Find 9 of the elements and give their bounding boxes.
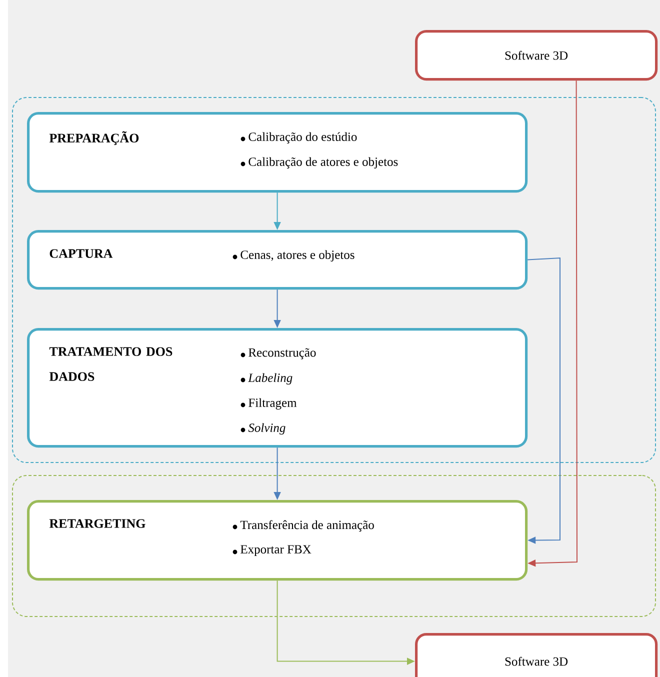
arrow [527,257,560,544]
process-box: PREPARAÇÃO Calibração do estúdio Calibração de atores e objetos [27,112,528,193]
dashed-group-box [12,475,656,617]
software-box: Software 3D [415,30,658,81]
process-box: TRATAMENTO DOS DADOS Reconstrução Labeling Filtragem Solving [27,328,528,448]
process-box: CAPTURA Cenas, atores e objetos [27,230,528,290]
process-box: RETARGETING Transferência de animação Exportar FBX [27,500,528,581]
software-box: Software 3D [415,633,658,677]
dashed-group-box [12,97,656,463]
